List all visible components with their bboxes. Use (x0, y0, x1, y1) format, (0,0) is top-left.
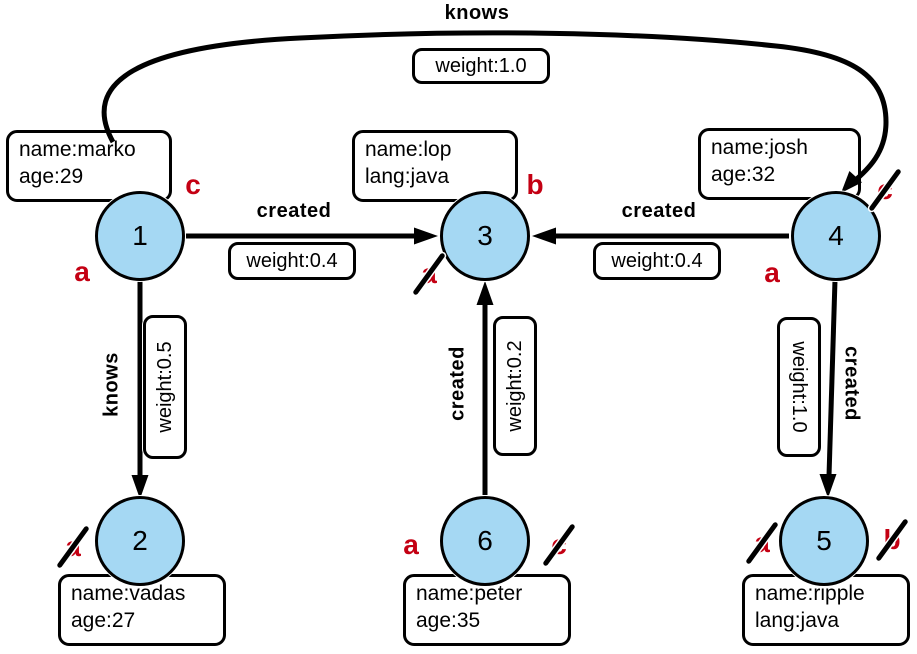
edge-knows-1-4 (101, 30, 889, 185)
arrowhead-knows-1-4 (841, 171, 862, 193)
vertex-4: 4 (791, 191, 881, 281)
weight-box-created-6-3: weight:0.2 (493, 316, 537, 456)
edge-label-created-4-3: created (621, 200, 697, 222)
step-marker-letter: a (764, 257, 780, 288)
step-marker-c-vertex-1: c (177, 168, 209, 202)
edge-label-created-1-3: created (256, 200, 332, 222)
vertex-2: 2 (95, 496, 185, 586)
step-marker-a-vertex-3-struck: a (412, 252, 446, 296)
property-line: name:josh (711, 136, 808, 159)
step-marker-letter: c (185, 169, 201, 200)
property-line: age:35 (416, 609, 481, 633)
property-line: age:29 (19, 165, 84, 189)
node-3-property-box: name:lop lang:java (352, 130, 518, 202)
weight-box-created-4-5: weight:1.0 (777, 317, 821, 457)
step-marker-letter: a (74, 256, 90, 287)
vertex-1: 1 (95, 191, 185, 281)
vertex-5: 5 (779, 496, 869, 586)
edge-label-created-4-5: created (840, 346, 863, 421)
edge-label-created-6-3: created (446, 346, 469, 421)
property-line: name:vadas (71, 582, 186, 605)
property-line: age:32 (711, 163, 776, 187)
edge-created-4-5 (826, 279, 838, 477)
arrowhead-created-1-3 (414, 227, 438, 245)
node-1-property-box: name:marko age:29 (6, 130, 172, 202)
property-line: name:marko (19, 138, 136, 161)
vertex-3: 3 (440, 191, 530, 281)
weight-box-knows-1-4: weight:1.0 (412, 48, 550, 84)
arrowhead-knows-1-2 (131, 475, 149, 499)
node-5-property-box: name:ripple lang:java (742, 574, 910, 646)
arrowhead-created-6-3 (476, 281, 494, 305)
property-line: name:lop (365, 138, 452, 161)
node-4-property-box: name:josh age:32 (698, 128, 861, 200)
step-marker-b-vertex-5-struck: b (875, 518, 909, 562)
property-line: lang:java (755, 609, 840, 633)
step-marker-a-vertex-4: a (756, 256, 788, 290)
step-marker-letter: a (403, 529, 419, 560)
arrowhead-created-4-3 (532, 227, 556, 245)
edge-label-knows-1-2: knows (100, 352, 123, 417)
property-line: age:27 (71, 609, 136, 633)
weight-box-created-1-3: weight:0.4 (228, 242, 356, 280)
step-marker-letter: b (526, 169, 544, 200)
property-line: name:peter (416, 582, 523, 605)
step-marker-c-vertex-6-struck: c (542, 523, 576, 567)
step-marker-a-vertex-2-struck: a (56, 525, 90, 569)
step-marker-a-vertex-1: a (66, 255, 98, 289)
vertex-6: 6 (440, 496, 530, 586)
weight-box-knows-1-2: weight:0.5 (143, 315, 187, 459)
arrowhead-created-4-5 (819, 474, 837, 498)
step-marker-c-vertex-4-struck: c (868, 168, 902, 212)
step-marker-a-vertex-6: a (395, 528, 427, 562)
property-line: lang:java (365, 165, 450, 189)
node-6-property-box: name:peter age:35 (403, 574, 571, 646)
edge-label-knows-1-4: knows (444, 2, 510, 24)
step-marker-b-vertex-3: b (519, 168, 551, 202)
property-line: name:ripple (755, 582, 865, 605)
weight-box-created-4-3: weight:0.4 (593, 242, 721, 280)
step-marker-a-vertex-5-struck: a (745, 521, 779, 565)
